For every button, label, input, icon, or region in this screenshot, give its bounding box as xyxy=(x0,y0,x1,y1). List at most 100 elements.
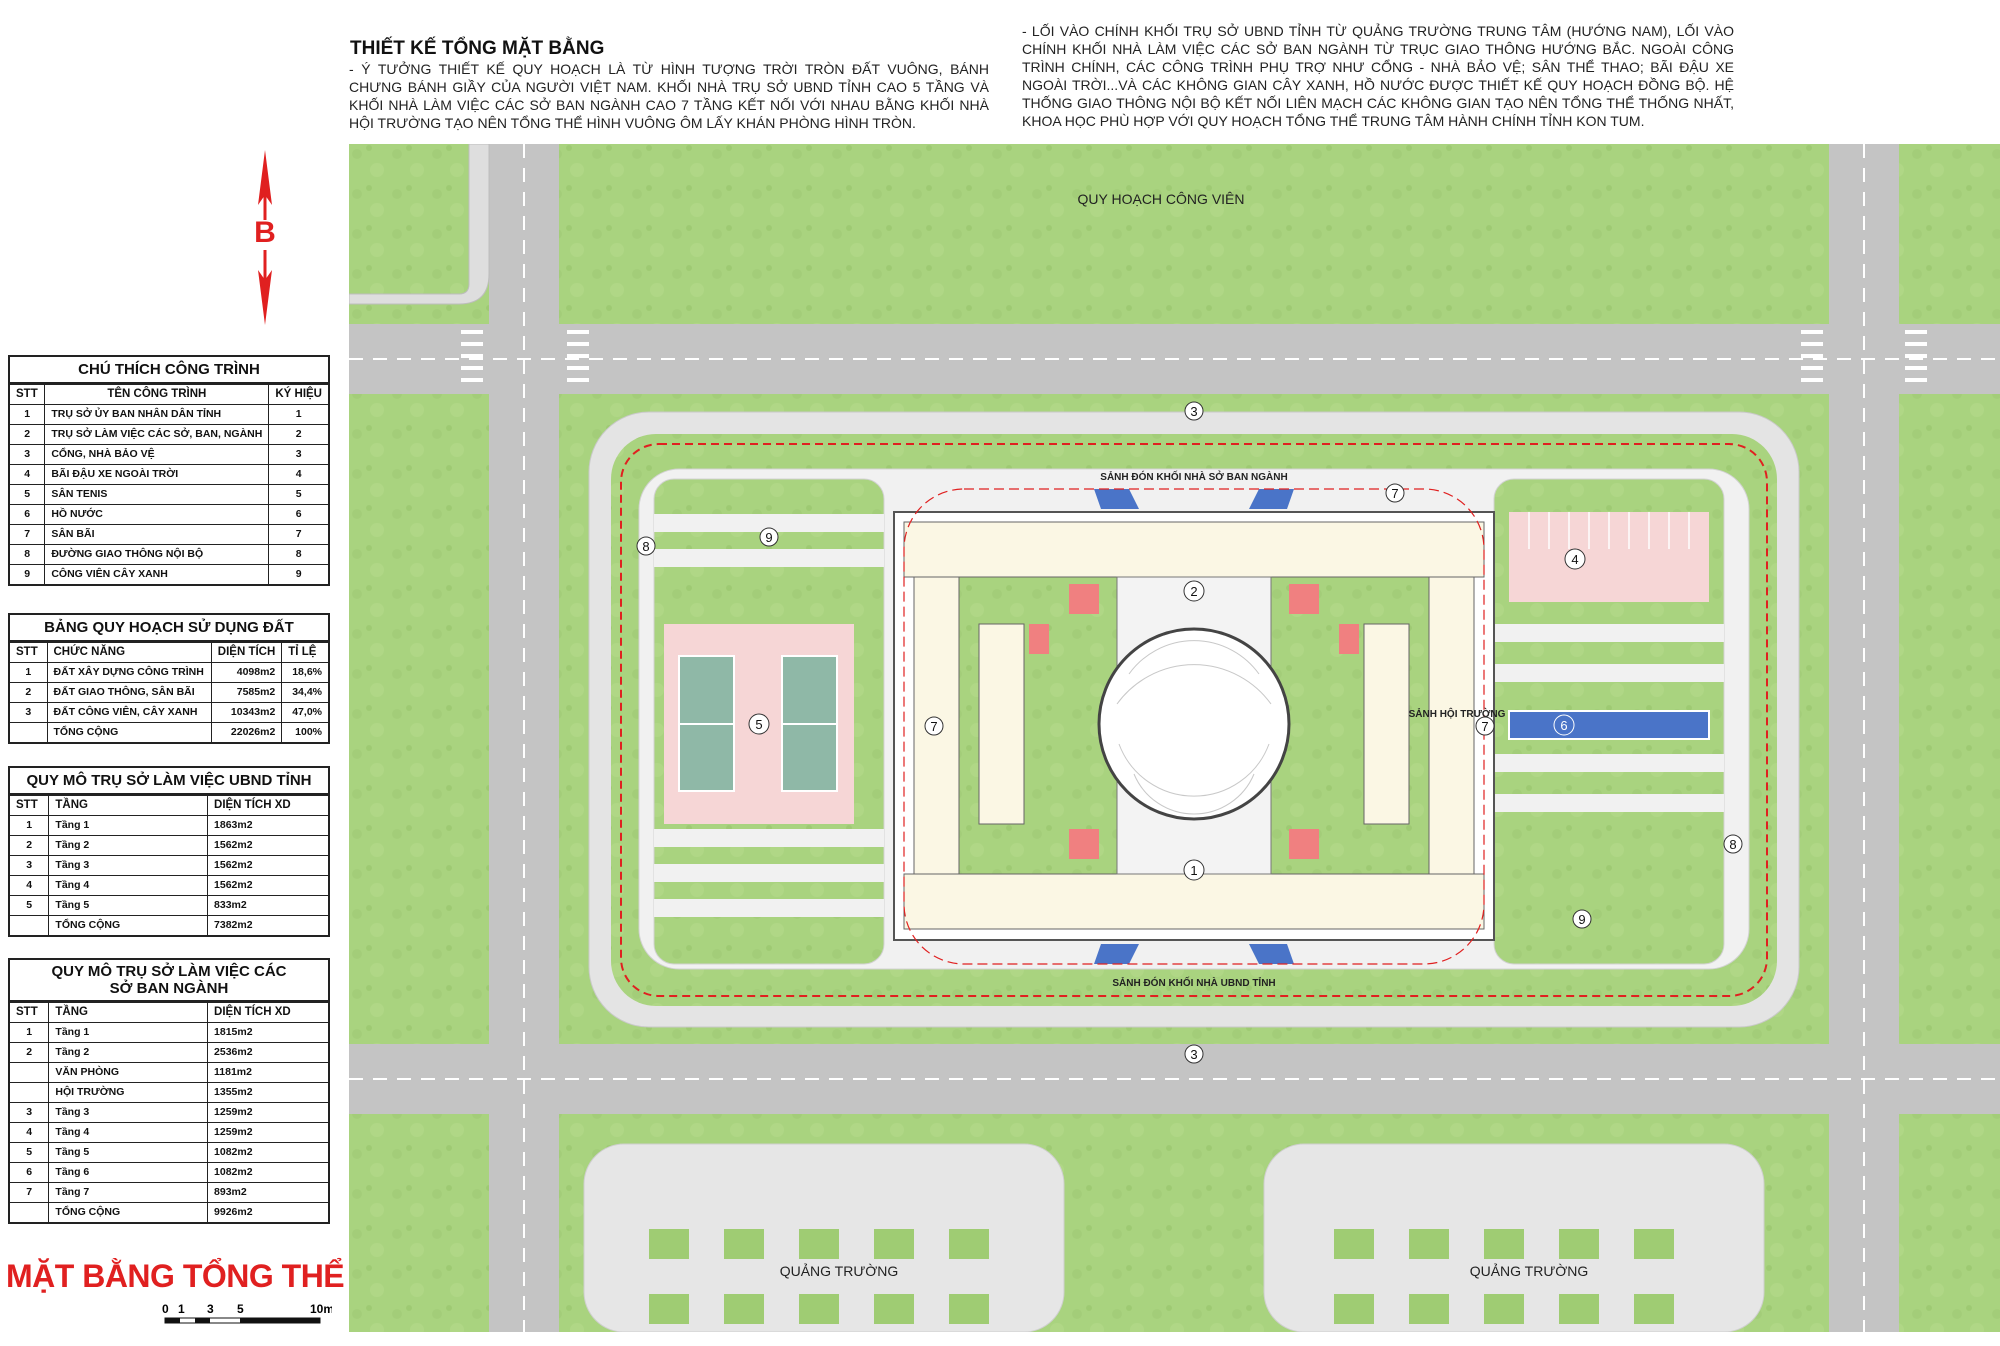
so-cell: 4 xyxy=(8,1122,50,1143)
so-cell: TỔNG CỘNG xyxy=(48,1202,209,1224)
hall-lobby-label: SẢNH HỘI TRƯỜNG xyxy=(1409,707,1506,720)
so-cell: Tầng 4 xyxy=(48,1122,209,1143)
legend-cell: 4 xyxy=(268,464,330,485)
legend-cell: 3 xyxy=(268,444,330,465)
symbol-9-east: 9 xyxy=(1572,909,1592,929)
svg-text:1: 1 xyxy=(1190,863,1197,878)
scale-label-1: 1 xyxy=(178,1302,185,1316)
symbol-8-east: 8 xyxy=(1723,834,1743,854)
ubnd-cell: 1562m2 xyxy=(207,875,330,896)
land-header-ratio: TỈ LỆ xyxy=(281,641,330,663)
ubnd-cell: 1562m2 xyxy=(207,855,330,876)
svg-text:3: 3 xyxy=(1190,1047,1197,1062)
legend-cell: 3 xyxy=(8,444,46,465)
land-cell: ĐẤT XÂY DỰNG CÔNG TRÌNH xyxy=(46,662,212,683)
so-cell: 7 xyxy=(8,1182,50,1203)
land-cell: 22026m2 xyxy=(210,722,283,744)
ubnd-header-area: DIỆN TÍCH XD xyxy=(207,794,330,816)
ubnd-cell: 5 xyxy=(8,895,50,916)
ubnd-cell xyxy=(8,915,50,937)
symbol-8-west: 8 xyxy=(636,536,656,556)
land-cell: 10343m2 xyxy=(210,702,283,723)
svg-text:9: 9 xyxy=(1578,912,1585,927)
svg-text:7: 7 xyxy=(1391,486,1398,501)
legend-header-symbol: KÝ HIỆU xyxy=(268,383,330,405)
auditorium xyxy=(1097,627,1291,821)
so-cell: 1259m2 xyxy=(207,1102,330,1123)
ubnd-cell: Tầng 5 xyxy=(48,895,209,916)
ubnd-header-stt: STT xyxy=(8,794,50,816)
symbol-7-east: 7 xyxy=(1475,716,1495,736)
so-cell: 1082m2 xyxy=(207,1142,330,1163)
design-description-left: - Ý TƯỞNG THIẾT KẾ QUY HOẠCH LÀ TỪ HÌNH … xyxy=(349,61,989,131)
symbol-4: 4 xyxy=(1564,548,1586,570)
so-cell: 1181m2 xyxy=(207,1062,330,1083)
site-plan: QUY HOẠCH CÔNG VIÊN xyxy=(349,144,2000,1332)
symbol-2: 2 xyxy=(1183,580,1205,602)
so-cell: 1082m2 xyxy=(207,1162,330,1183)
land-cell: 100% xyxy=(281,722,330,744)
so-header-stt: STT xyxy=(8,1001,50,1023)
legend-cell: SÂN TENIS xyxy=(44,484,270,505)
so-cell xyxy=(8,1202,50,1224)
svg-text:9: 9 xyxy=(765,530,772,545)
main-drawing-title: MẶT BẰNG TỔNG THỂ xyxy=(6,1258,345,1294)
land-cell: ĐẤT CÔNG VIÊN, CÂY XANH xyxy=(46,702,212,723)
svg-text:6: 6 xyxy=(1560,718,1567,733)
so-cell: 5 xyxy=(8,1142,50,1163)
legend-title: CHÚ THÍCH CÔNG TRÌNH xyxy=(8,355,330,383)
land-cell: ĐẤT GIAO THÔNG, SÂN BÃI xyxy=(46,682,212,703)
so-header-area: DIỆN TÍCH XD xyxy=(207,1001,330,1023)
ubnd-cell: Tầng 3 xyxy=(48,855,209,876)
so-cell: Tầng 7 xyxy=(48,1182,209,1203)
symbol-1: 1 xyxy=(1183,859,1205,881)
legend-cell: BÃI ĐẬU XE NGOÀI TRỜI xyxy=(44,464,270,485)
svg-text:3: 3 xyxy=(1190,404,1197,419)
so-header-floor: TẦNG xyxy=(48,1001,209,1023)
ubnd-cell: Tầng 2 xyxy=(48,835,209,856)
symbol-5: 5 xyxy=(748,713,770,735)
section-heading: THIẾT KẾ TỔNG MẶT BẰNG xyxy=(350,38,605,59)
legend-cell: 2 xyxy=(268,424,330,445)
ubnd-cell: 1562m2 xyxy=(207,835,330,856)
symbol-3-south: 3 xyxy=(1184,1044,1204,1064)
symbol-3-north: 3 xyxy=(1184,401,1204,421)
legend-cell: TRỤ SỞ LÀM VIỆC CÁC SỞ, BAN, NGÀNH xyxy=(44,424,270,445)
ubnd-cell: 3 xyxy=(8,855,50,876)
so-cell: Tầng 3 xyxy=(48,1102,209,1123)
so-cell: 1355m2 xyxy=(207,1082,330,1103)
departments-floor-table: QUY MÔ TRỤ SỞ LÀM VIỆC CÁC SỞ BAN NGÀNH … xyxy=(8,958,330,1224)
land-header-stt: STT xyxy=(8,641,48,663)
ubnd-cell: Tầng 1 xyxy=(48,815,209,836)
land-cell xyxy=(8,722,48,744)
so-cell xyxy=(8,1062,50,1083)
so-cell: 893m2 xyxy=(207,1182,330,1203)
land-header-function: CHỨC NĂNG xyxy=(46,641,212,663)
plaza-right-label: QUẢNG TRƯỜNG xyxy=(1470,1263,1589,1279)
land-use-title: BẢNG QUY HOẠCH SỬ DỤNG ĐẤT xyxy=(8,613,330,641)
so-cell: Tầng 1 xyxy=(48,1022,209,1043)
ubnd-header-floor: TẦNG xyxy=(48,794,209,816)
departments-table-title: QUY MÔ TRỤ SỞ LÀM VIỆC CÁC SỞ BAN NGÀNH xyxy=(8,958,330,1001)
legend-cell: CỔNG, NHÀ BẢO VỆ xyxy=(44,444,270,465)
legend-cell: 9 xyxy=(8,564,46,586)
svg-text:8: 8 xyxy=(642,539,649,554)
so-cell: 1259m2 xyxy=(207,1122,330,1143)
north-lobby-label: SẢNH ĐÓN KHỐI NHÀ SỞ BAN NGÀNH xyxy=(1100,469,1287,483)
ubnd-cell: Tầng 4 xyxy=(48,875,209,896)
land-cell: 4098m2 xyxy=(210,662,283,683)
ubnd-cell: 1 xyxy=(8,815,50,836)
